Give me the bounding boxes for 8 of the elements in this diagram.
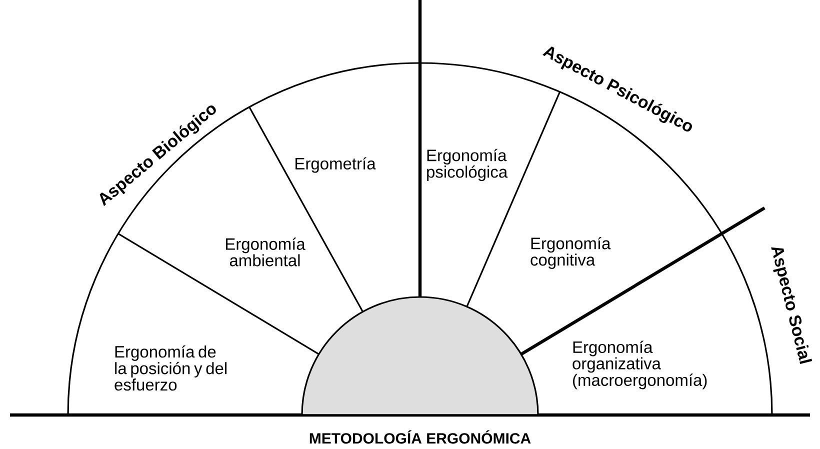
sector-text: Ergonomía cognitiva (530, 237, 611, 269)
sector-text: Ergonomía ambiental (226, 238, 306, 266)
arc-label: Aspecto Social (771, 247, 812, 364)
sector-text: Ergonomía organizativa (macroergonomía) (572, 340, 707, 390)
caption: METODOLOGÍA ERGONÓMICA (310, 430, 531, 444)
sector-text: Ergometría (296, 157, 376, 173)
sector-text: Ergonomía de la posición y del esfuerzo (114, 345, 226, 391)
sector-text: Ergonomía psicológica (427, 148, 508, 182)
